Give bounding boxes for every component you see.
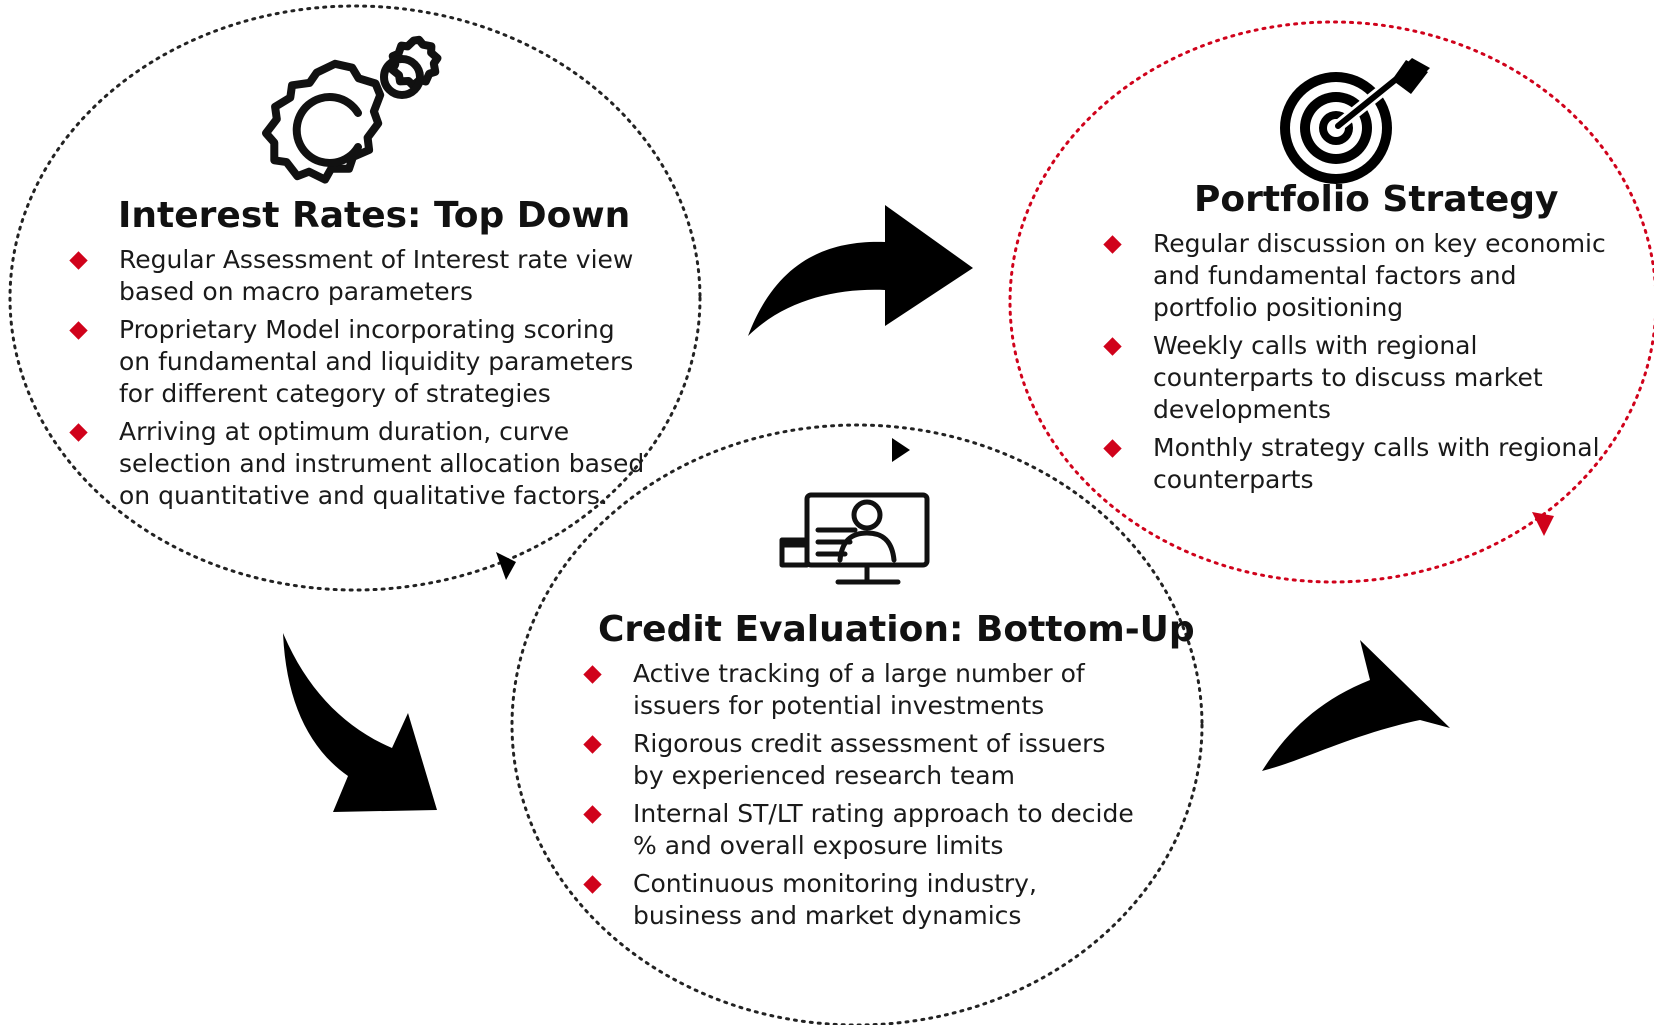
flow-arrow-interest-to-portfolio <box>748 205 973 336</box>
flow-arrow-credit-to-portfolio <box>1262 640 1450 771</box>
gears-icon <box>262 35 442 184</box>
credit-evaluation-title: Credit Evaluation: Bottom-Up <box>598 609 1195 650</box>
portfolio-loop-arrowhead <box>1532 512 1554 536</box>
credit-loop <box>510 423 1204 1025</box>
bullet-diamond-icon <box>583 875 602 894</box>
interest-rates-block: Interest Rates: Top Down Regular Assessm… <box>69 195 644 518</box>
interest-bullet: Regular Assessment of Interest rate view… <box>66 244 646 308</box>
portfolio-bullet: Regular discussion on key economic and f… <box>1100 228 1620 324</box>
interest-rates-title: Interest Rates: Top Down <box>118 195 631 236</box>
credit-loop-arrowhead <box>892 438 910 462</box>
credit-bullet: Active tracking of a large number of iss… <box>580 658 1140 722</box>
flow-arrow-interest-to-credit <box>283 633 437 812</box>
target-dart-icon <box>1280 58 1430 184</box>
credit-evaluation-block: Credit Evaluation: Bottom-Up Active trac… <box>580 609 1195 938</box>
interest-bullet: Proprietary Model incorporating scoring … <box>66 314 646 410</box>
credit-evaluation-bullets: Active tracking of a large number of iss… <box>580 658 1140 932</box>
bullet-diamond-icon <box>69 423 88 442</box>
credit-bullet: Rigorous credit assessment of issuers by… <box>580 728 1140 792</box>
analyst-computer-icon <box>779 492 930 585</box>
interest-loop-arrowhead <box>496 552 516 580</box>
credit-bullet: Continuous monitoring industry, business… <box>580 868 1140 932</box>
bullet-diamond-icon <box>583 735 602 754</box>
bullet-diamond-icon <box>583 665 602 684</box>
portfolio-strategy-bullets: Regular discussion on key economic and f… <box>1100 228 1620 496</box>
portfolio-loop <box>1008 20 1654 584</box>
bullet-diamond-icon <box>583 805 602 824</box>
portfolio-strategy-block: Portfolio Strategy Regular discussion on… <box>1100 180 1620 502</box>
bullet-diamond-icon <box>69 321 88 340</box>
portfolio-bullet: Monthly strategy calls with regional cou… <box>1100 432 1620 496</box>
portfolio-strategy-title: Portfolio Strategy <box>1194 179 1559 220</box>
portfolio-bullet: Weekly calls with regional counterparts … <box>1100 330 1620 426</box>
bullet-diamond-icon <box>1103 439 1122 458</box>
interest-loop <box>8 4 702 592</box>
interest-bullet: Arriving at optimum duration, curve sele… <box>66 416 646 512</box>
bullet-diamond-icon <box>1103 337 1122 356</box>
bullet-diamond-icon <box>69 251 88 270</box>
bullet-diamond-icon <box>1103 235 1122 254</box>
credit-bullet: Internal ST/LT rating approach to decide… <box>580 798 1140 862</box>
interest-rates-bullets: Regular Assessment of Interest rate view… <box>66 244 646 512</box>
